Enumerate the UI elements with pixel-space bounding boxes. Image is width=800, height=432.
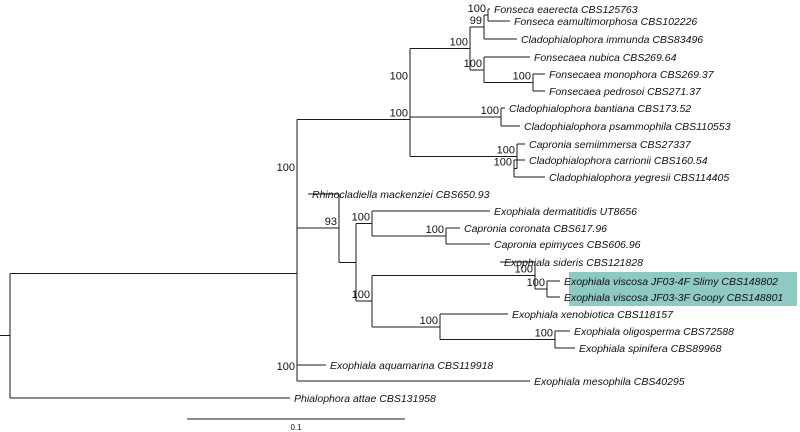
taxon-label: Capronia epimyces CBS606.96: [494, 239, 641, 251]
taxon-label: Rhinocladiella mackenziei CBS650.93: [312, 189, 490, 201]
taxon-label: Fonseca eaerecta CBS125763: [494, 4, 638, 16]
support-value: 100: [515, 264, 533, 276]
taxon-label: Fonsecaea pedrosoi CBS271.37: [549, 86, 702, 98]
scale-bar-label: 0.1: [290, 423, 302, 432]
support-value: 99: [470, 15, 482, 27]
support-value: 100: [450, 36, 468, 48]
support-value: 100: [464, 58, 482, 70]
support-value: 100: [494, 157, 512, 169]
taxon-label: Cladophialophora psammophila CBS110553: [524, 121, 731, 133]
support-value: 100: [535, 328, 553, 340]
taxon-label: Exophiala spinifera CBS89968: [579, 343, 722, 355]
taxon-label: Phialophora attae CBS131958: [294, 393, 436, 405]
taxon-label: Exophiala aquamarina CBS119918: [330, 360, 493, 372]
support-value: 100: [390, 107, 408, 119]
taxon-label: Exophiala mesophila CBS40295: [534, 376, 685, 388]
highlight-layer: [569, 272, 797, 306]
taxon-label: Exophiala dermatitidis UT8656: [494, 206, 637, 218]
taxon-label: Fonsecaea monophora CBS269.37: [549, 69, 715, 81]
support-value: 100: [426, 224, 444, 236]
highlight-box: [569, 272, 797, 306]
scale-bar: 0.1: [187, 418, 405, 432]
support-value: 100: [420, 315, 438, 327]
support-value: 100: [352, 212, 370, 224]
taxon-label: Cladophialophora immunda CBS83496: [521, 34, 703, 46]
support-value: 100: [277, 361, 295, 373]
support-value: 100: [497, 144, 515, 156]
support-value: 100: [513, 71, 531, 83]
support-value: 100: [468, 3, 486, 15]
taxon-label: Cladophialophora carrionii CBS160.54: [529, 155, 708, 167]
taxon-label: Capronia semiimmersa CBS27337: [529, 139, 692, 151]
taxon-label: Exophiala xenobiotica CBS118157: [512, 309, 674, 321]
branch-layer: [0, 8, 575, 399]
taxon-label: Cladophialophora yegresii CBS114405: [549, 172, 729, 184]
taxon-label: Exophiala oligosperma CBS72588: [574, 326, 734, 338]
support-value: 100: [390, 71, 408, 83]
taxon-label: Exophiala sideris CBS121828: [504, 257, 643, 269]
support-value: 100: [527, 277, 545, 289]
support-value: 100: [352, 289, 370, 301]
taxon-label: Capronia coronata CBS617.96: [464, 223, 607, 235]
taxon-label: Cladophialophora bantiana CBS173.52: [509, 103, 691, 115]
support-value: 100: [277, 162, 295, 174]
support-value: 93: [325, 216, 337, 228]
taxon-label: Exophiala viscosa JF03-4F Slimy CBS14880…: [564, 276, 778, 288]
taxon-label: Fonseca eamultimorphosa CBS102226: [514, 16, 697, 28]
taxon-label: Exophiala viscosa JF03-3F Goopy CBS14880…: [564, 292, 783, 304]
taxon-label: Fonsecaea nubica CBS269.64: [534, 52, 677, 64]
support-value: 100: [481, 105, 499, 117]
